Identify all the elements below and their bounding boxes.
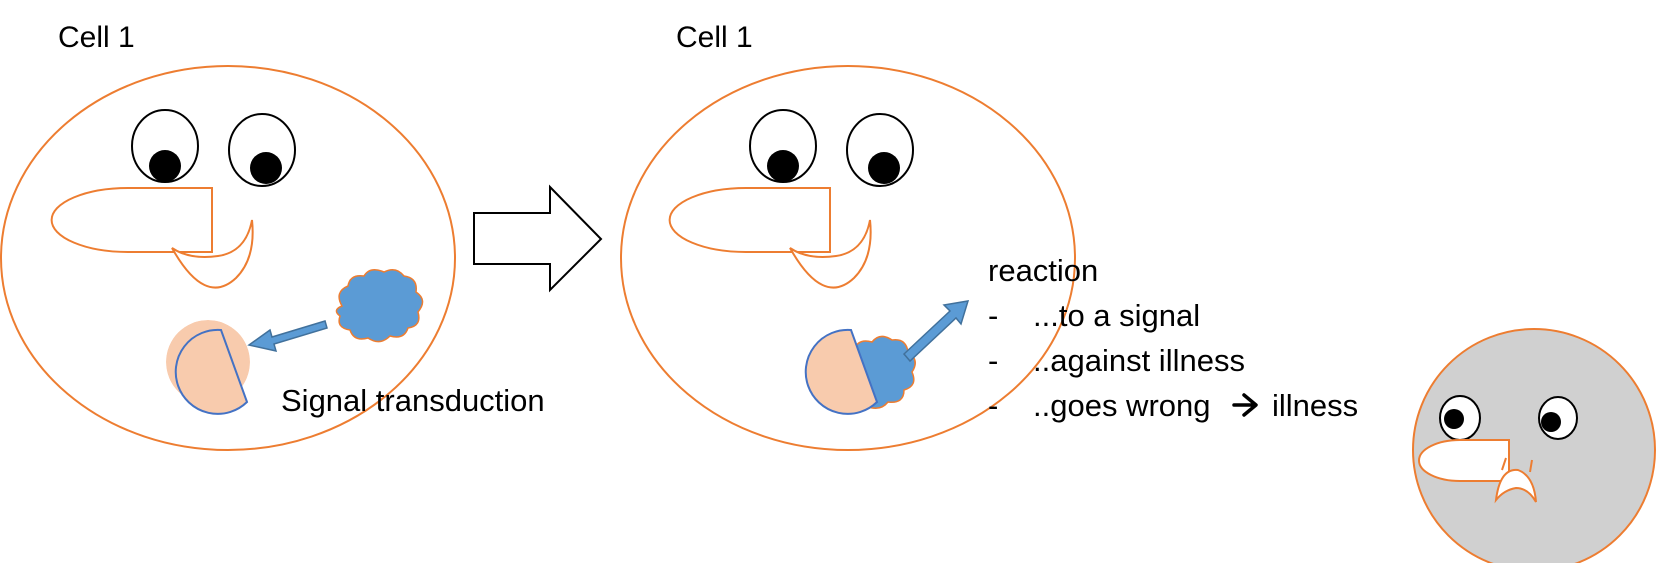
right-eye-pupil (250, 152, 282, 184)
reaction-list: reaction - ...to a signal - ..against il… (988, 253, 1358, 423)
reaction-bullet-2: - (988, 343, 998, 378)
left-cell-title: Cell 1 (58, 21, 135, 54)
transition-arrow-icon (473, 184, 603, 293)
sick-cell-frown (1494, 457, 1537, 504)
reaction-item-2: ..against illness (1033, 343, 1245, 378)
reaction-heading: reaction (988, 253, 1098, 288)
reaction-item-3: ..goes wrong (1033, 388, 1211, 423)
left-signal-molecule-icon (335, 269, 424, 343)
left-cell-eyes (131, 109, 296, 187)
left-cell: Cell 1 Signal transduction (0, 21, 545, 451)
reaction-item-3-suffix: illness (1272, 388, 1358, 423)
left-signal-arrow-icon (247, 320, 328, 353)
left-receptor-icon (166, 320, 250, 415)
leads-to-arrow-icon (1232, 393, 1258, 417)
right-cell-title: Cell 1 (676, 21, 753, 54)
reaction-bullet-1: - (988, 298, 998, 333)
right-cell-eyes (749, 109, 914, 187)
right-cell: Cell 1 (620, 21, 1076, 451)
sick-right-eye-pupil (1541, 412, 1561, 432)
reaction-arrow-icon (902, 300, 970, 363)
right-cell-smile (789, 219, 872, 289)
sick-cell-membrane (1412, 328, 1656, 563)
right-receptor-icon (804, 328, 879, 415)
right-eye-pupil (868, 152, 900, 184)
signal-transduction-caption: Signal transduction (281, 383, 545, 418)
sick-left-eye-pupil (1444, 409, 1464, 429)
reaction-item-1: ...to a signal (1033, 298, 1200, 333)
right-cell-nose (668, 187, 831, 253)
left-eye-pupil (767, 150, 799, 182)
sick-cell (1412, 328, 1656, 563)
reaction-bullet-3: - (988, 388, 998, 423)
left-cell-smile (171, 219, 254, 289)
sick-cell-nose (1418, 439, 1510, 482)
left-eye-pupil (149, 150, 181, 182)
left-cell-nose (50, 187, 213, 253)
